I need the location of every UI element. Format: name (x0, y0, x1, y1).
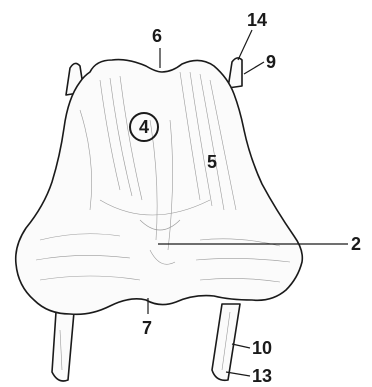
leader-9 (244, 62, 264, 74)
label-10: 10 (252, 338, 272, 358)
label-13: 13 (252, 366, 272, 386)
label-14: 14 (247, 10, 267, 30)
label-2: 2 (351, 234, 361, 254)
label-7: 7 (142, 318, 152, 338)
left-lower-rod (52, 312, 74, 381)
label-9: 9 (266, 52, 276, 72)
label-5: 5 (207, 152, 217, 172)
main-bone-body (16, 60, 303, 315)
label-6: 6 (152, 26, 162, 46)
right-upper-peg (228, 58, 242, 88)
label-4: 4 (139, 117, 149, 137)
leader-10 (232, 344, 250, 348)
leader-14 (238, 30, 252, 60)
